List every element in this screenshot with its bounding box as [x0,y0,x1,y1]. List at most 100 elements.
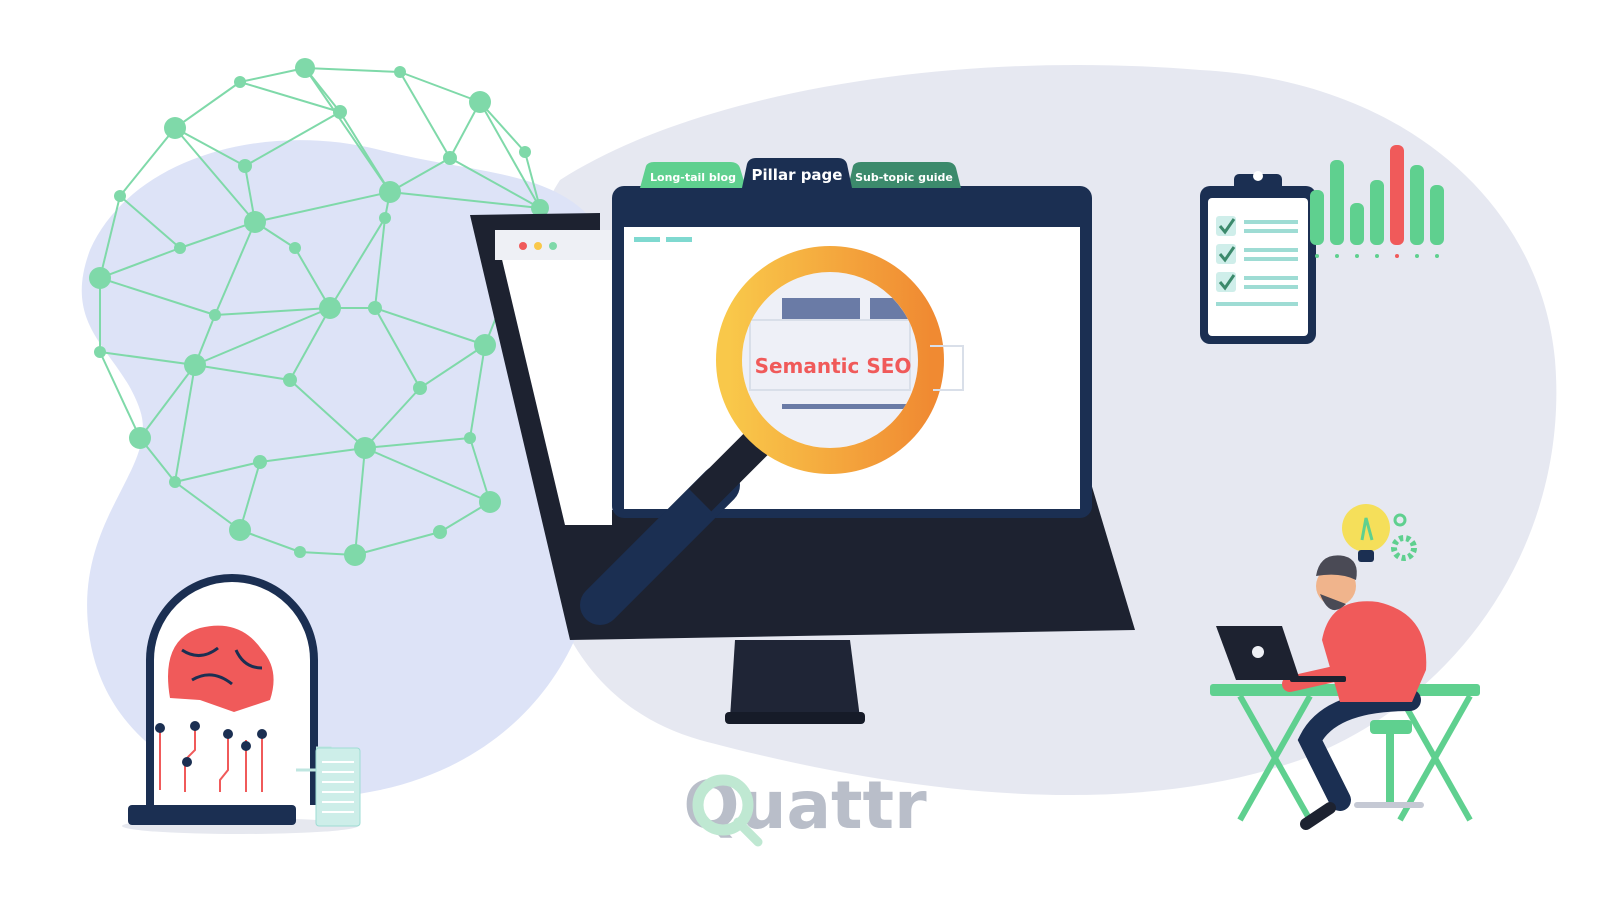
tab-sub-topic-guide[interactable]: Sub-topic guide [848,162,961,188]
checklist-line [1244,276,1298,280]
bar-chart-icon [1310,145,1444,258]
network-node [319,297,341,319]
network-edge [174,127,246,167]
network-edge [239,461,261,531]
network-node [169,476,181,488]
network-node [443,151,457,165]
network-edge [99,247,181,279]
chart-dot [1415,254,1419,258]
network-node [464,432,476,444]
tab-label: Long-tail blog [650,171,736,184]
network-edge [364,447,491,503]
network-edge [139,364,196,439]
chart-bar [1310,190,1324,245]
network-edge [259,447,366,463]
chart-dot [1355,254,1359,258]
network-edge [244,111,341,167]
tab-label: Pillar page [752,166,843,184]
network-edge [364,387,421,449]
network-node [354,437,376,459]
tab-pillar-page[interactable]: Pillar page [742,158,852,188]
chart-dot [1315,254,1319,258]
network-edge [374,307,486,346]
network-edge [174,461,261,483]
tab-label: Sub-topic guide [855,171,953,184]
network-edge [174,481,241,531]
network-edge [449,157,541,209]
network-edge [289,379,366,449]
network-edge [399,71,451,159]
network-node [394,66,406,78]
checklist-line [1244,229,1298,233]
network-edge [294,247,331,309]
checklist-line [1244,220,1298,224]
network-node [531,199,549,217]
network-edge [354,447,366,556]
network-node [413,381,427,395]
network-node [174,242,186,254]
network-node [479,491,501,513]
network-node [244,211,266,233]
tab-long-tail-blog[interactable]: Long-tail blog [640,162,746,188]
network-edge [389,157,451,193]
network-edge [374,307,421,389]
network-edge [419,344,486,389]
clipboard-icon [1200,171,1316,344]
chart-dot [1395,254,1399,258]
network-node [344,544,366,566]
chart-dot [1435,254,1439,258]
network-edge [99,277,216,316]
network-edge [354,531,441,556]
network-node [469,91,491,113]
network-node [474,334,496,356]
network-node [209,309,221,321]
network-edge [99,351,141,439]
network-edge [194,307,331,366]
chart-bar [1370,180,1384,245]
chart-bar [1430,185,1444,245]
network-edge [479,101,526,153]
network-edge [119,127,176,197]
network-edge [239,81,341,113]
checklist-line [1244,248,1298,252]
network-edge [329,217,386,309]
checkmark-icon [1218,218,1236,235]
network-edge [289,307,331,381]
magnifier-illustration: Semantic SEO [580,246,964,625]
network-edge [174,81,241,129]
chart-bar [1410,165,1424,245]
checkmark-icon [1218,274,1236,291]
network-node [368,301,382,315]
chart-bar [1330,160,1344,245]
checkmark-icon [1218,246,1236,263]
chart-dot [1335,254,1339,258]
person-at-desk-illustration [1210,504,1480,830]
network-edge [524,151,541,209]
quattr-logo: Quattr [683,767,927,847]
network-edge [119,195,181,249]
network-node [238,159,252,173]
network-edge [194,364,291,381]
network-node [289,242,301,254]
network-edge [469,344,486,439]
network-edge [479,101,541,209]
network-node [253,455,267,469]
network-node [379,181,401,203]
checklist-line [1244,285,1298,289]
chart-dot [1375,254,1379,258]
network-node [519,146,531,158]
network-edge [254,191,391,223]
network-edge [214,221,256,316]
network-node [184,354,206,376]
chart-bar [1390,145,1404,245]
network-edge [469,437,491,503]
network-edge [179,221,256,249]
network-edge [304,67,391,193]
network-node [333,105,347,119]
network-edge [239,67,306,83]
network-node [234,76,246,88]
network-node [294,546,306,558]
checklist-line [1244,257,1298,261]
network-node [89,267,111,289]
